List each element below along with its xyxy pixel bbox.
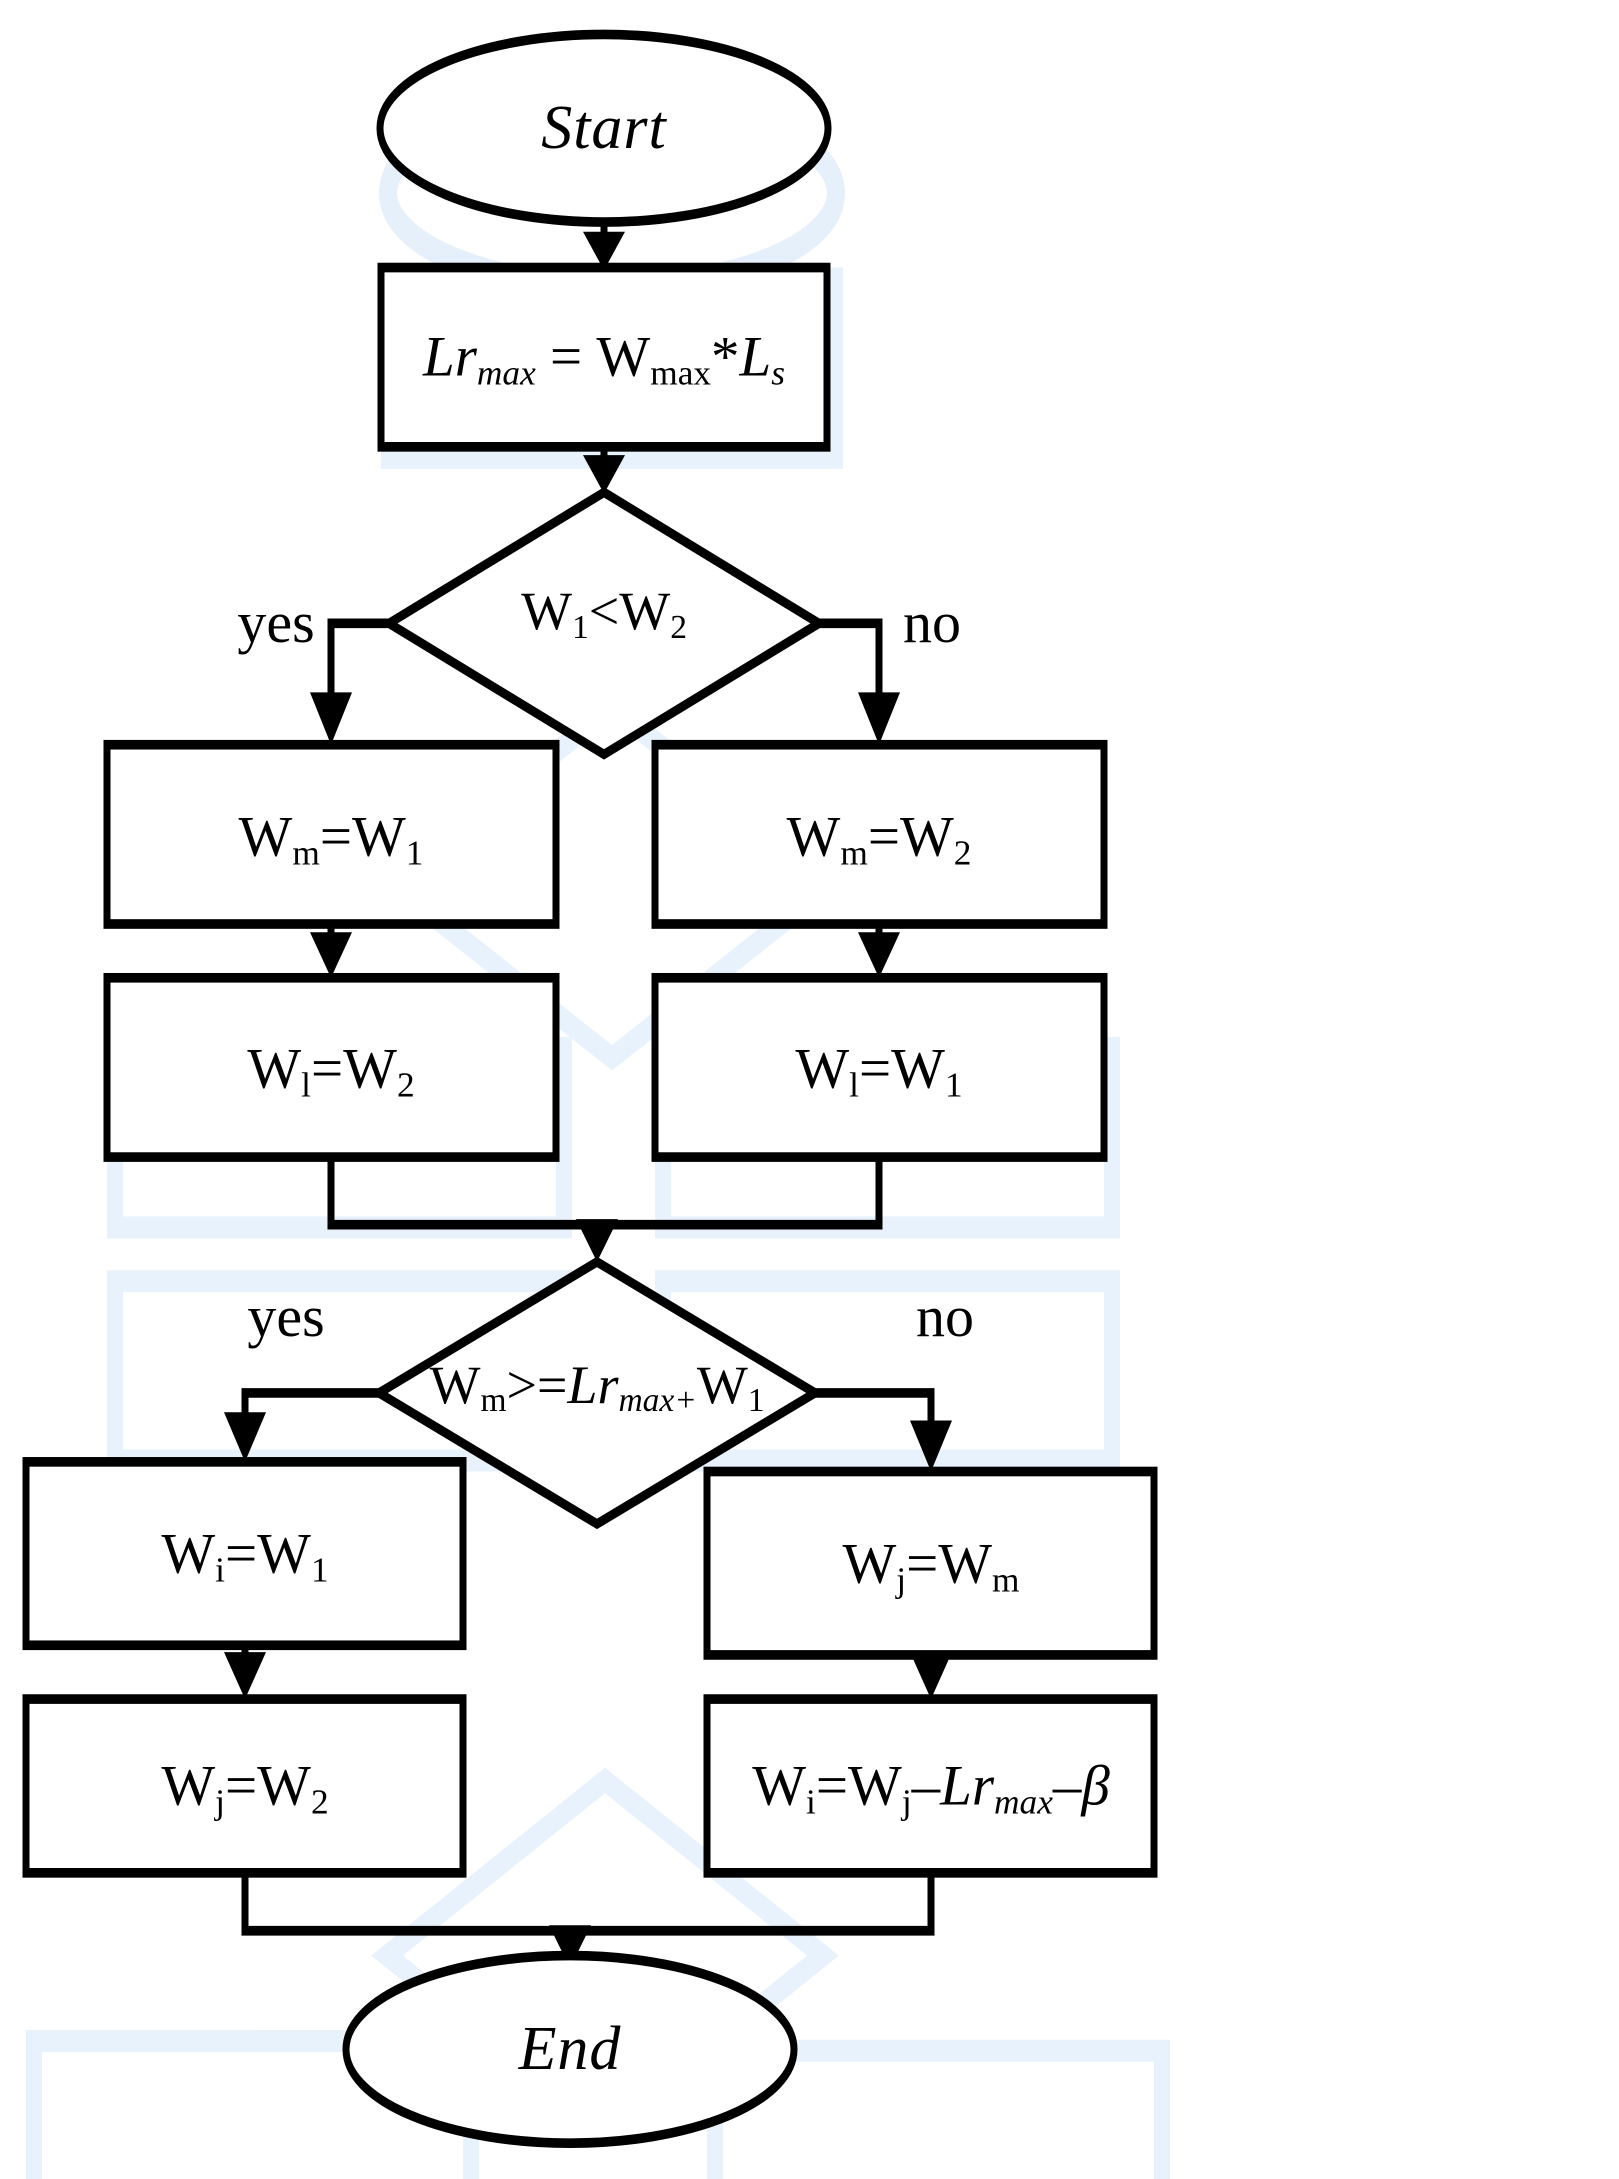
arrowhead-merge-decision2 [576,1219,618,1262]
decision1-no-label: no [903,590,961,656]
edge-merge-to-end-right [570,1872,935,1936]
node-start-label: Start [541,94,667,163]
connector-layer [224,223,952,1968]
decision2-no-label: no [916,1284,974,1350]
arrowhead-init-decision1 [583,455,625,494]
node-wi-calc-shape[interactable] [703,1694,1158,1878]
edge-decision1-yes [327,618,389,704]
arrowhead-wiw1-wjw2 [224,1652,266,1700]
node-wl-w1-shape[interactable] [651,972,1108,1162]
node-wm-w2-shape[interactable] [651,739,1108,929]
node-wj-w2-shape[interactable] [22,1694,467,1878]
node-wi-calc-label: Wi=Wj–Lrmax–β [752,1754,1110,1822]
node-wi-w1-shape[interactable] [22,1457,467,1651]
node-wm-w1-shape[interactable] [103,739,560,929]
shape-layer [22,29,1158,2148]
node-wj-wm-shape[interactable] [703,1466,1158,1660]
arrowhead-decision1-no [858,692,900,745]
node-end-shape[interactable] [342,1950,798,2148]
arrowhead-wmw2-wlw1 [858,932,900,978]
arrowhead-start-init [583,231,625,271]
node-wi-w1-label: Wi=W1 [161,1522,329,1590]
arrowhead-decision1-yes [310,692,352,745]
edge-decision1-no [819,618,883,704]
node-decision2-shape[interactable] [370,1256,824,1530]
arrowhead-wjwm-wicalc [910,1652,952,1700]
node-wm-w2-label: Wm=W2 [786,805,972,873]
node-wj-w2-label: Wj=W2 [161,1754,329,1822]
decision2-yes-label: yes [247,1284,325,1350]
node-start-shape[interactable] [376,29,832,227]
node-wl-w2-label: Wl=W2 [247,1037,415,1105]
edge-merge-to-decision2-right [597,1157,883,1230]
arrowhead-decision2-no [910,1420,952,1472]
node-init-shape[interactable] [377,262,831,452]
arrowhead-merge-end [549,1925,591,1968]
edge-decision2-no [815,1388,935,1432]
node-wl-w1-label: Wl=W1 [795,1037,963,1105]
node-wj-wm-label: Wj=Wm [842,1532,1020,1600]
node-init-label: Lrmax = Wmax*Ls [423,325,785,393]
node-decision1-shape[interactable] [380,487,828,760]
node-wl-w2-shape[interactable] [103,972,560,1162]
arrowhead-decision2-yes [224,1412,266,1462]
decision1-yes-label: yes [237,590,315,656]
node-wm-w1-label: Wm=W1 [238,805,424,873]
node-decision1-label: W1<W2 [521,580,687,646]
node-decision2-label: Wm>=Lrmax+W1 [429,1354,765,1420]
arrowhead-wmw1-wlw2 [310,932,352,978]
node-end-label: End [518,2015,622,2084]
edge-decision2-yes [241,1388,379,1424]
